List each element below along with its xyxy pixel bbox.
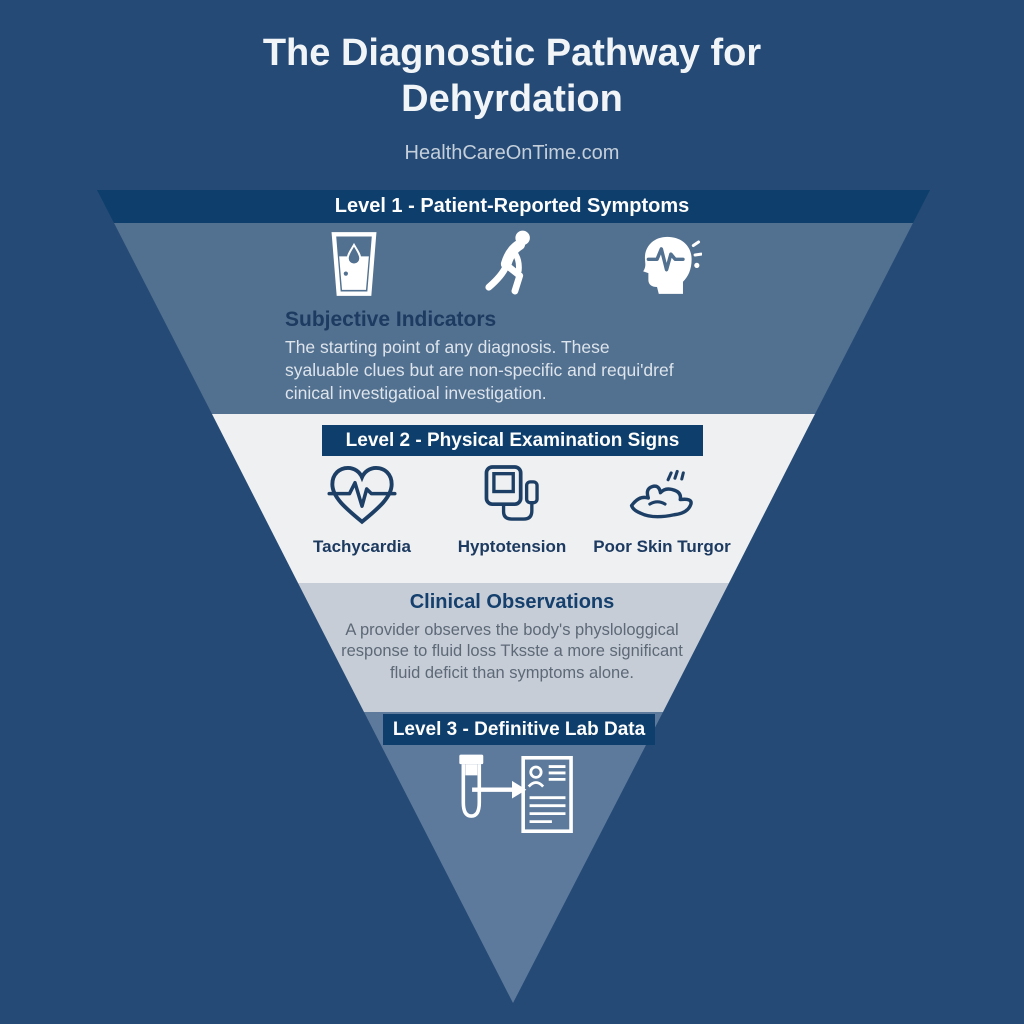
clinical-observations-section-bg <box>298 583 729 712</box>
sign-label: Poor Skin Turgor <box>593 537 731 556</box>
level2-header: Level 2 - Physical Examination Signs <box>322 425 703 456</box>
sign-label: Tachycardia <box>313 537 411 556</box>
level3-header: Level 3 - Definitive Lab Data <box>383 714 655 745</box>
level2-sign-row: Tachycardia Hyptotension <box>0 464 1024 557</box>
clinical-observations-body: A provider observes the body's physlolog… <box>341 621 683 682</box>
level1-section-body: The starting point of any diagnosis. The… <box>285 337 674 404</box>
water-glass-icon <box>319 228 389 300</box>
head-pulse-icon <box>635 228 705 300</box>
sign-skin-turgor: Poor Skin Turgor <box>587 464 737 557</box>
blood-pressure-monitor-icon <box>482 464 543 528</box>
heart-ekg-icon <box>326 464 398 528</box>
fatigued-person-icon <box>477 228 547 300</box>
source-site: HealthCareOnTime.com <box>404 142 620 164</box>
level1-icon-row <box>0 228 1024 300</box>
sign-tachycardia: Tachycardia <box>287 464 437 557</box>
level1-section-heading: Subjective Indicators <box>285 308 497 331</box>
page-title: The Diagnostic Pathway for Dehyrdation <box>262 32 762 121</box>
level1-header: Level 1 - Patient-Reported Symptoms <box>334 195 690 217</box>
skin-pinch-hand-icon <box>627 464 697 528</box>
lab-test-report-icon <box>0 753 1024 836</box>
level1-header-band <box>97 190 930 223</box>
sign-label: Hyptotension <box>457 537 567 556</box>
clinical-observations-heading: Clinical Observations <box>409 591 615 613</box>
sign-hypotension: Hyptotension <box>437 464 587 557</box>
